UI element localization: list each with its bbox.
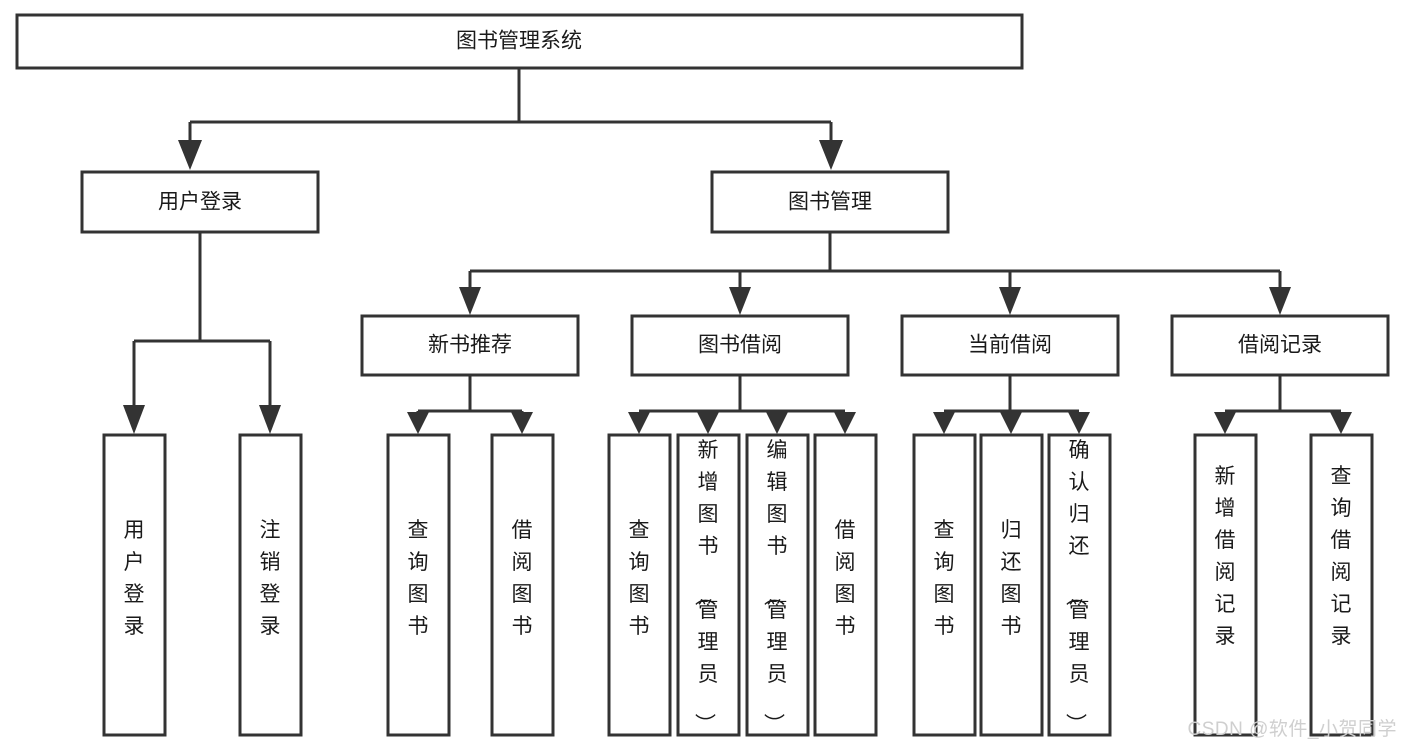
- leaf-nb-borrow-book-label: 借阅图书: [512, 519, 533, 638]
- node-borrow-record[interactable]: 借阅记录: [1170, 314, 1390, 377]
- arrow-head-book-borrow: [729, 287, 751, 315]
- borrow-record-box: [1170, 314, 1390, 377]
- current-borrow-box: [900, 314, 1120, 377]
- leaf-bb-borrow-book[interactable]: 借阅图书: [813, 433, 878, 737]
- root-node-label: 图书管理系统: [456, 30, 582, 53]
- arrow-head-cb-confirm-return: [1068, 412, 1090, 434]
- arrow-head-leaf-logout: [259, 405, 281, 434]
- node-book-management[interactable]: 图书管理: [710, 170, 950, 234]
- leaf-nb-query-book[interactable]: 查询图书: [386, 433, 451, 737]
- arrow-head-book-mgmt: [819, 140, 843, 170]
- root-node-box: [15, 13, 1024, 70]
- leaf-cb-return-book-label: 归还图书: [1001, 519, 1022, 638]
- leaf-br-add-record-box: [1193, 433, 1258, 737]
- arrow-head-bb-query-book: [628, 412, 650, 434]
- arrow-head-current-borrow: [999, 287, 1021, 315]
- leaf-bb-add-book-label: 新增图书（管理员）: [693, 439, 719, 734]
- arrow-head-br-query-record: [1330, 412, 1352, 434]
- leaf-cb-query-book-box: [912, 433, 977, 737]
- leaf-cb-confirm-return-label: 确认归还（管理员）: [1064, 439, 1090, 734]
- leaf-br-query-record-box: [1309, 433, 1374, 737]
- arrow-head-cb-query-book: [933, 412, 955, 434]
- new-book-recommend-box: [360, 314, 580, 377]
- leaf-bb-add-book[interactable]: 新增图书（管理员）: [676, 433, 741, 737]
- node-book-borrow[interactable]: 图书借阅: [630, 314, 850, 377]
- leaf-bb-borrow-book-label: 借阅图书: [835, 519, 856, 638]
- leaf-user-login-box: [102, 433, 167, 737]
- user-login-node-label: 用户登录: [158, 191, 242, 214]
- arrow-head-borrow-record: [1269, 287, 1291, 315]
- leaf-user-login[interactable]: 用户登录: [102, 433, 167, 737]
- book-management-node-label: 图书管理: [788, 191, 872, 214]
- node-user-login[interactable]: 用户登录: [80, 170, 320, 234]
- leaf-logout-label: 注销登录: [260, 519, 281, 638]
- leaf-cb-confirm-return[interactable]: 确认归还（管理员）: [1047, 433, 1112, 737]
- node-root-system[interactable]: 图书管理系统: [15, 13, 1024, 70]
- borrow-record-label: 借阅记录: [1238, 334, 1322, 357]
- leaf-br-query-record-label: 查询借阅记录: [1331, 465, 1352, 648]
- arrow-head-bb-edit-book: [766, 412, 788, 434]
- leaf-bb-edit-book[interactable]: 编辑图书（管理员）: [745, 433, 810, 737]
- arrow-head-cb-return-book: [1000, 412, 1022, 434]
- arrow-head-nb-query-book: [407, 412, 429, 434]
- leaf-nb-query-book-label: 查询图书: [408, 519, 429, 638]
- book-borrow-label: 图书借阅: [698, 334, 782, 357]
- arrow-head-bb-borrow-book: [834, 412, 856, 434]
- leaf-nb-query-book-box: [386, 433, 451, 737]
- arrow-head-nb-borrow-book: [511, 412, 533, 434]
- node-current-borrow[interactable]: 当前借阅: [900, 314, 1120, 377]
- leaf-cb-query-book[interactable]: 查询图书: [912, 433, 977, 737]
- arrow-head-bb-add-book: [697, 412, 719, 434]
- leaf-bb-query-book-label: 查询图书: [629, 519, 650, 638]
- leaf-cb-query-book-label: 查询图书: [934, 519, 955, 638]
- leaf-bb-edit-book-label: 编辑图书（管理员）: [762, 439, 788, 734]
- leaf-bb-query-book[interactable]: 查询图书: [607, 433, 672, 737]
- leaf-br-query-record[interactable]: 查询借阅记录: [1309, 433, 1374, 737]
- leaf-br-add-record-label: 新增借阅记录: [1215, 465, 1236, 648]
- leaf-cb-confirm-return-box: [1047, 433, 1112, 737]
- leaf-cb-return-book[interactable]: 归还图书: [979, 433, 1044, 737]
- leaf-bb-edit-book-box: [745, 433, 810, 737]
- new-book-recommend-label: 新书推荐: [428, 334, 512, 357]
- leaf-nb-borrow-book-box: [490, 433, 555, 737]
- leaf-bb-borrow-book-box: [813, 433, 878, 737]
- leaf-bb-add-book-box: [676, 433, 741, 737]
- current-borrow-label: 当前借阅: [968, 334, 1052, 357]
- arrow-head-leaf-user-login: [123, 405, 145, 434]
- leaf-logout[interactable]: 注销登录: [238, 433, 303, 737]
- book-management-node-box: [710, 170, 950, 234]
- arrow-head-new-book: [459, 287, 481, 315]
- leaf-bb-query-book-box: [607, 433, 672, 737]
- arrow-head-br-add-record: [1214, 412, 1236, 434]
- leaf-logout-box: [238, 433, 303, 737]
- leaf-nb-borrow-book[interactable]: 借阅图书: [490, 433, 555, 737]
- arrow-head-user-login: [178, 140, 202, 170]
- leaf-user-login-label: 用户登录: [124, 519, 145, 638]
- leaf-br-add-record[interactable]: 新增借阅记录: [1193, 433, 1258, 737]
- node-new-book-recommend[interactable]: 新书推荐: [360, 314, 580, 377]
- leaf-cb-return-book-box: [979, 433, 1044, 737]
